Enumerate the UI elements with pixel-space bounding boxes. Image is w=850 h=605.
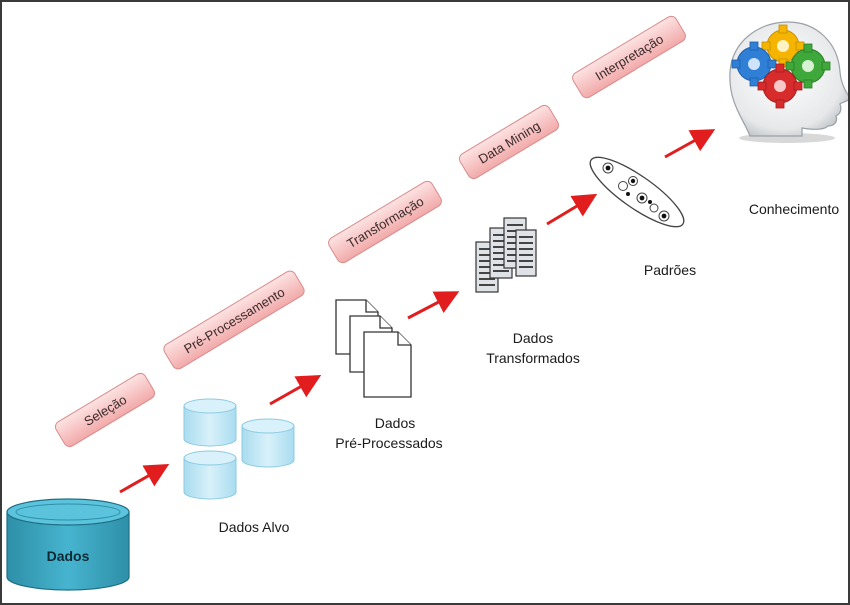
dados-trans-label-1: Dados bbox=[513, 330, 553, 346]
stacked-cylinders-icon bbox=[183, 398, 295, 500]
dados-label: Dados bbox=[47, 548, 90, 564]
dados-alvo-label: Dados Alvo bbox=[219, 519, 290, 535]
red-arrow-icon bbox=[407, 291, 460, 320]
dados-pre-label-1: Dados bbox=[375, 415, 415, 431]
stage-selecao: Seleção bbox=[54, 372, 156, 448]
stage-interpretacao: Interpretação bbox=[572, 15, 686, 99]
stage-data-mining: Data Mining bbox=[458, 104, 560, 180]
documents-stack-icon bbox=[335, 299, 412, 398]
red-arrow-icon bbox=[119, 464, 170, 494]
dados-pre-label-2: Pré-Processados bbox=[335, 435, 442, 451]
stage-transformacao: Transformação bbox=[328, 180, 442, 264]
head-gears-icon bbox=[729, 21, 848, 143]
stage-pre-processamento: Pré-Processamento bbox=[163, 270, 305, 370]
patterns-ellipse-icon bbox=[589, 156, 685, 228]
data-sheets-icon bbox=[475, 217, 537, 293]
stage-label: Pré-Processamento bbox=[181, 284, 287, 356]
red-arrow-icon bbox=[546, 193, 598, 226]
dados-trans-label-2: Transformados bbox=[486, 350, 580, 366]
conhecimento-label: Conhecimento bbox=[749, 201, 839, 217]
red-arrow-icon bbox=[664, 129, 716, 159]
red-arrow-icon bbox=[269, 375, 322, 406]
padroes-label: Padrões bbox=[644, 262, 696, 278]
database-cylinder-icon bbox=[6, 498, 130, 591]
